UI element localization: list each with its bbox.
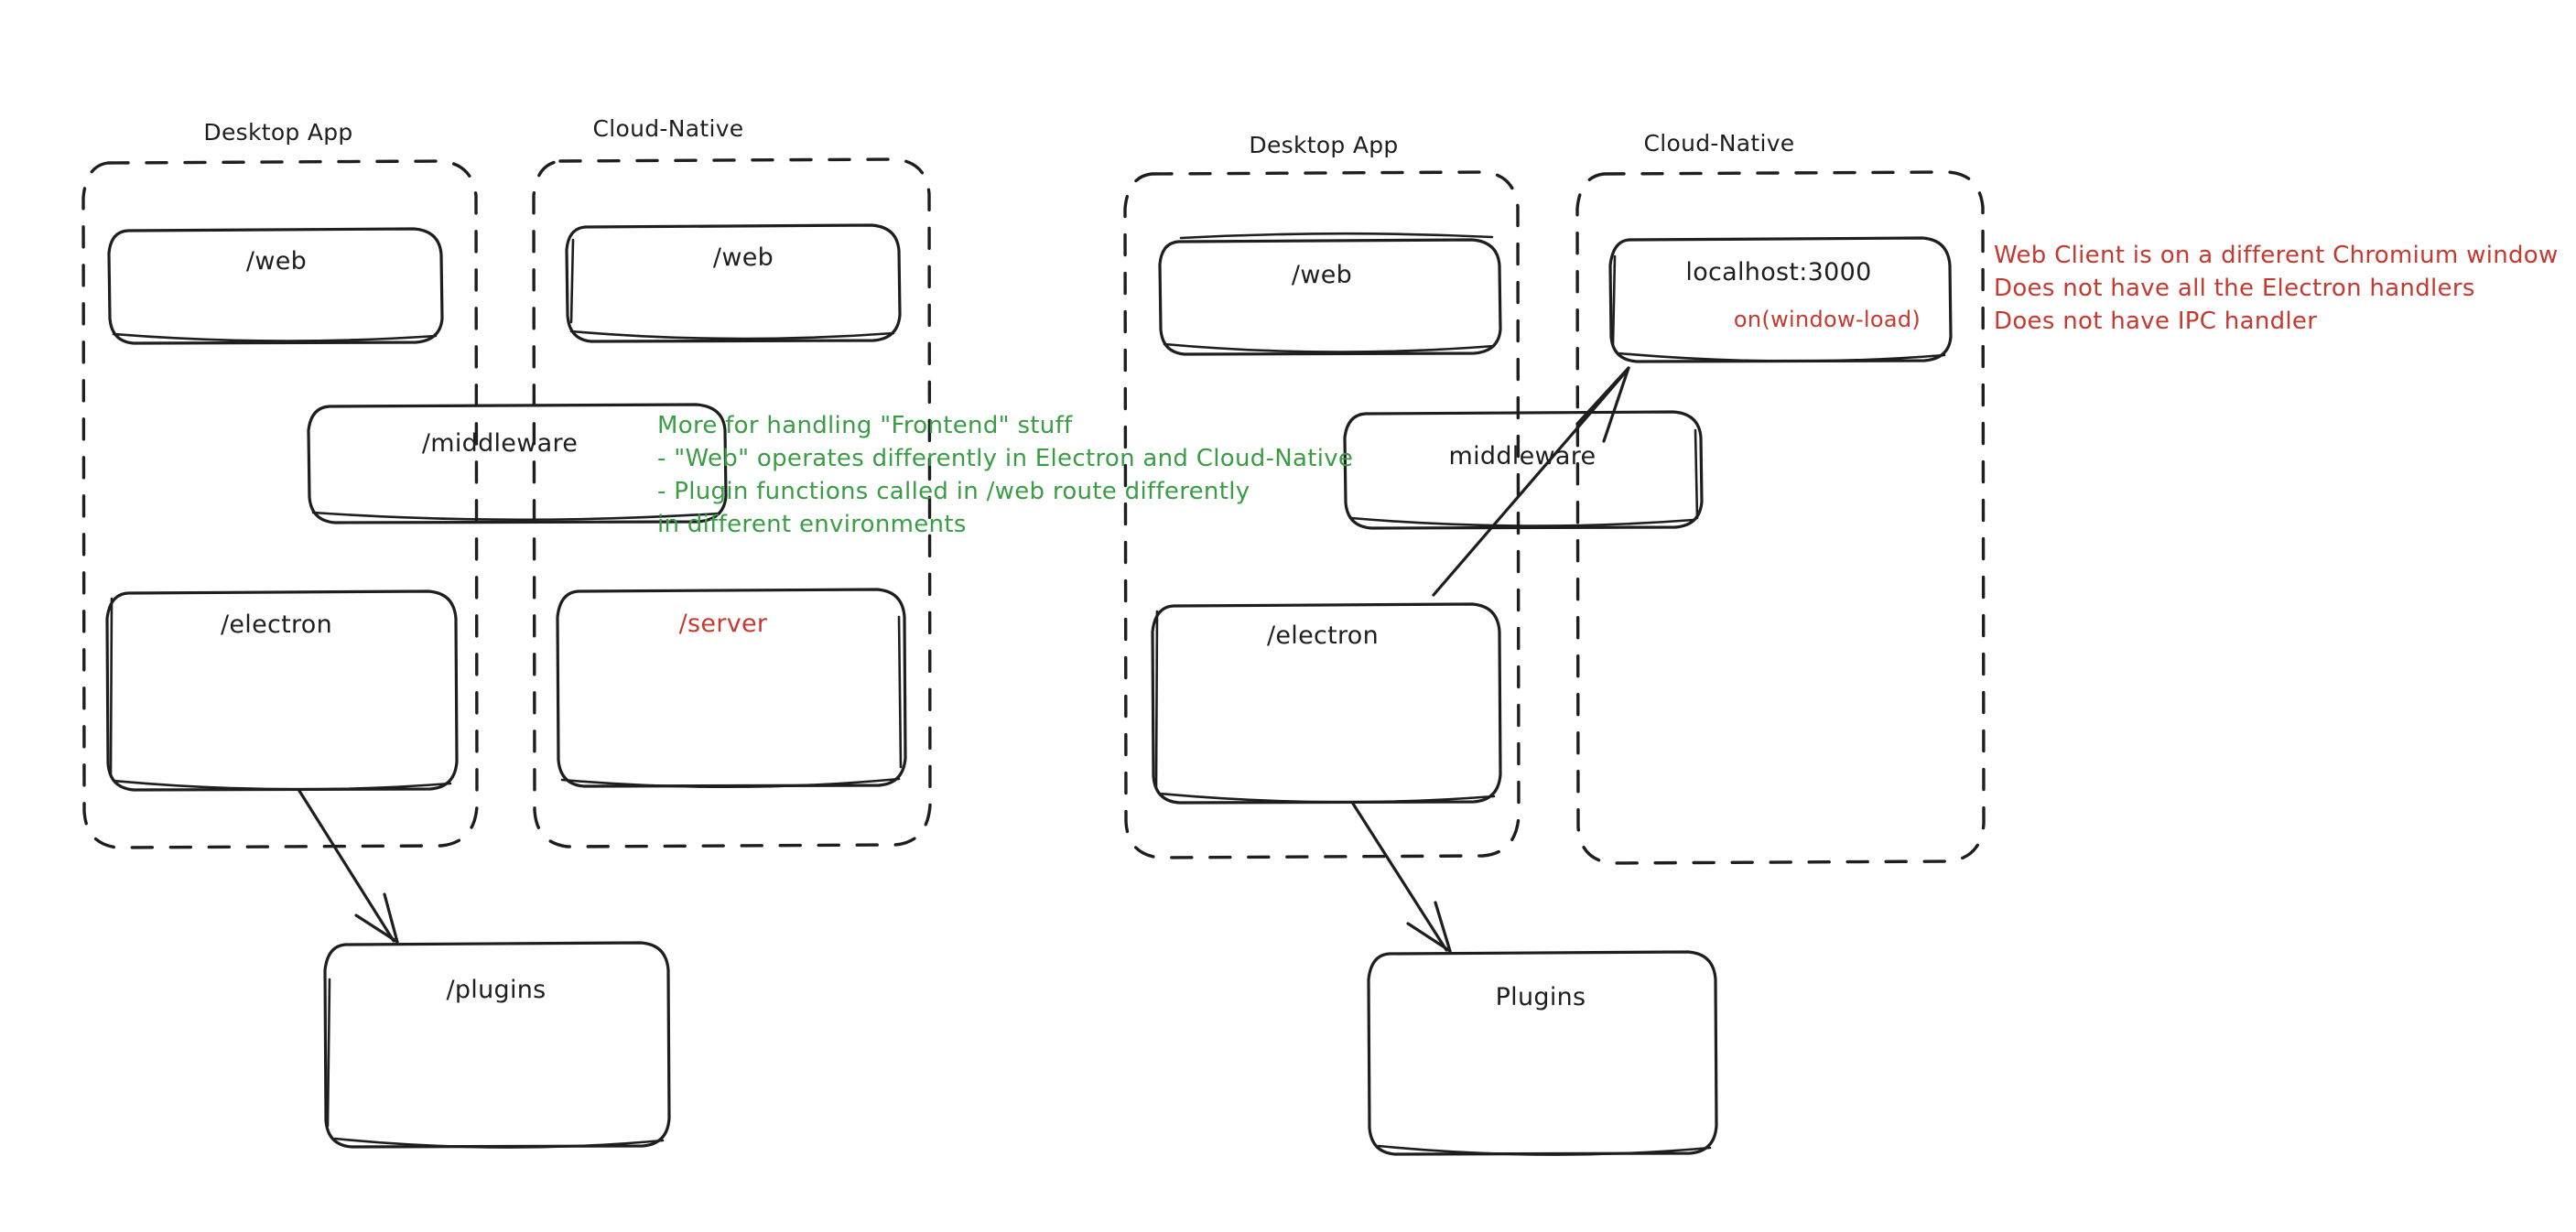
left-electron-label: /electron — [220, 611, 333, 639]
left-cloud-web-label: /web — [712, 243, 774, 272]
right-electron-to-plugins-arrow — [1351, 802, 1452, 953]
left-plugins-label: /plugins — [446, 976, 547, 1004]
green-note-line-3: - Plugin functions called in /web route … — [657, 477, 1250, 505]
left-desktop-app-label: Desktop App — [203, 119, 353, 146]
right-electron-to-localhost-arrow — [1432, 366, 1630, 597]
right-desktop-web-box — [1158, 232, 1502, 356]
left-electron-to-plugins-arrow — [298, 789, 399, 944]
green-note: More for handling "Frontend" stuff - "We… — [657, 410, 1353, 542]
red-note-line-2: Does not have all the Electron handlers — [1994, 274, 2475, 302]
left-middleware-label: /middleware — [421, 429, 579, 458]
left-server-label: /server — [678, 610, 768, 638]
right-desktop-web-label: /web — [1291, 261, 1353, 289]
right-localhost-sublabel: on(window-load) — [1733, 307, 1921, 332]
right-electron-label: /electron — [1266, 621, 1380, 650]
left-desktop-web-label: /web — [245, 247, 308, 276]
green-note-line-1: More for handling "Frontend" stuff — [657, 412, 1073, 439]
right-cloud-native-label: Cloud-Native — [1643, 130, 1795, 157]
right-desktop-app-label: Desktop App — [1249, 132, 1399, 158]
red-note-line-3: Does not have IPC handler — [1994, 307, 2318, 335]
red-note: Web Client is on a different Chromium wi… — [1994, 240, 2559, 339]
green-note-line-4: in different environments — [657, 510, 967, 538]
right-localhost-label: localhost:3000 — [1685, 258, 1872, 286]
green-note-line-2: - "Web" operates differently in Electron… — [657, 444, 1354, 472]
red-note-line-1: Web Client is on a different Chromium wi… — [1994, 242, 2559, 269]
right-middleware-label: middleware — [1448, 442, 1596, 470]
right-plugins-label: Plugins — [1495, 983, 1586, 1011]
left-cloud-native-label: Cloud-Native — [592, 115, 744, 142]
